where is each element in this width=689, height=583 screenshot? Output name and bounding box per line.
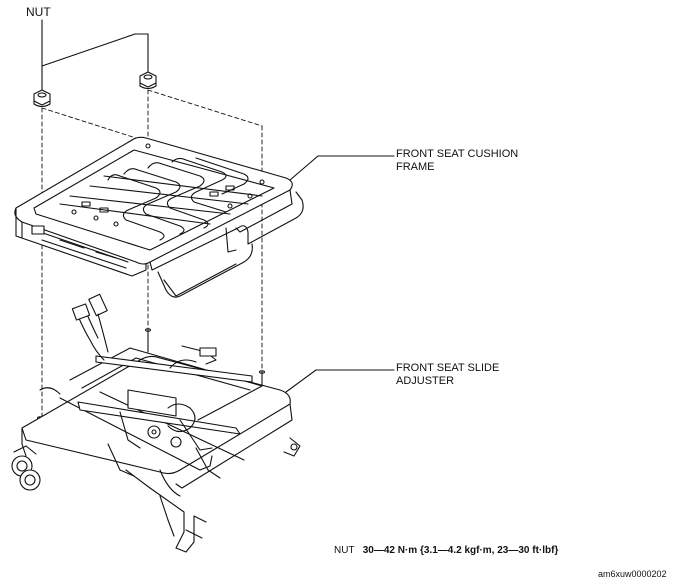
slide-adjuster [11,293,301,553]
cushion-frame-label-line2: FRAME [396,161,435,173]
torque-note: NUT 30—42 N·m {3.1—4.2 kgf·m, 23—30 ft·l… [334,544,558,557]
slide-adjuster-label: FRONT SEAT SLIDE ADJUSTER [396,362,499,388]
cushion-label-leader [289,155,395,181]
nut-label: NUT [26,5,51,19]
torque-note-spec: 30—42 N·m {3.1—4.2 kgf·m, 23—30 ft·lbf} [362,545,559,556]
cushion-frame-label-line1: FRONT SEAT CUSHION [396,148,519,160]
slide-adjuster-label-line1: FRONT SEAT SLIDE [396,362,500,374]
slide-adjuster-label-line2: ADJUSTER [396,375,455,387]
image-code: am6xuw0000202 [598,569,667,579]
nut-leader-lines [41,19,149,93]
cushion-frame [14,136,304,298]
nut-left [33,89,51,108]
cushion-frame-label: FRONT SEAT CUSHION FRAME [396,148,518,174]
torque-note-part: NUT [334,545,355,556]
nut-right [139,71,157,90]
slide-label-leader [285,369,395,393]
